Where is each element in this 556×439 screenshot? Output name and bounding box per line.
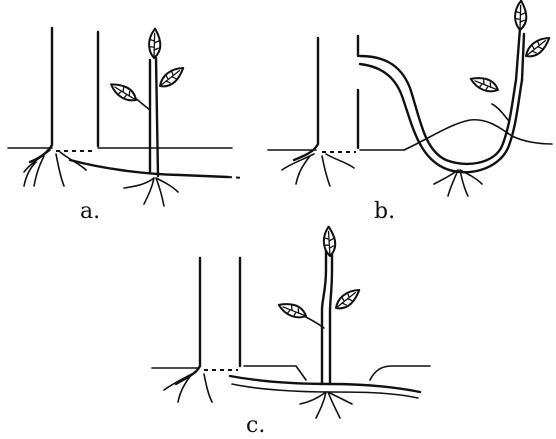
new-plant-a xyxy=(110,28,188,206)
branch-tip-dotted-a xyxy=(228,177,244,178)
panel-a: a. xyxy=(8,28,244,224)
parent-roots-c xyxy=(164,372,212,402)
new-plant-c xyxy=(277,226,363,418)
parent-roots-a xyxy=(24,150,86,186)
panel-label-a: a. xyxy=(80,199,100,224)
panel-c: c. xyxy=(152,226,430,438)
panel-label-b: b. xyxy=(374,199,395,224)
new-plant-b xyxy=(434,0,553,196)
leaf-icon xyxy=(319,226,339,257)
parent-tree-trunk-c xyxy=(176,258,240,384)
roots-new-plant-c xyxy=(300,392,352,418)
layered-branch-c xyxy=(230,376,420,392)
parent-tree-trunk-b xyxy=(294,36,358,160)
panel-b: b. xyxy=(268,0,553,224)
leaf-icon xyxy=(156,66,187,88)
panel-label-c: c. xyxy=(246,413,265,438)
roots-new-plant-a xyxy=(124,178,178,206)
leaf-icon xyxy=(110,77,138,107)
leaf-icon xyxy=(144,28,166,59)
parent-roots-b xyxy=(282,154,354,186)
parent-tree-trunk-a xyxy=(30,28,98,162)
leaf-icon xyxy=(522,36,553,58)
roots-new-plant-b xyxy=(434,170,482,196)
leaf-icon xyxy=(469,70,499,98)
leaf-icon xyxy=(332,288,363,310)
leaf-icon xyxy=(510,0,532,31)
leaf-icon xyxy=(277,296,307,324)
